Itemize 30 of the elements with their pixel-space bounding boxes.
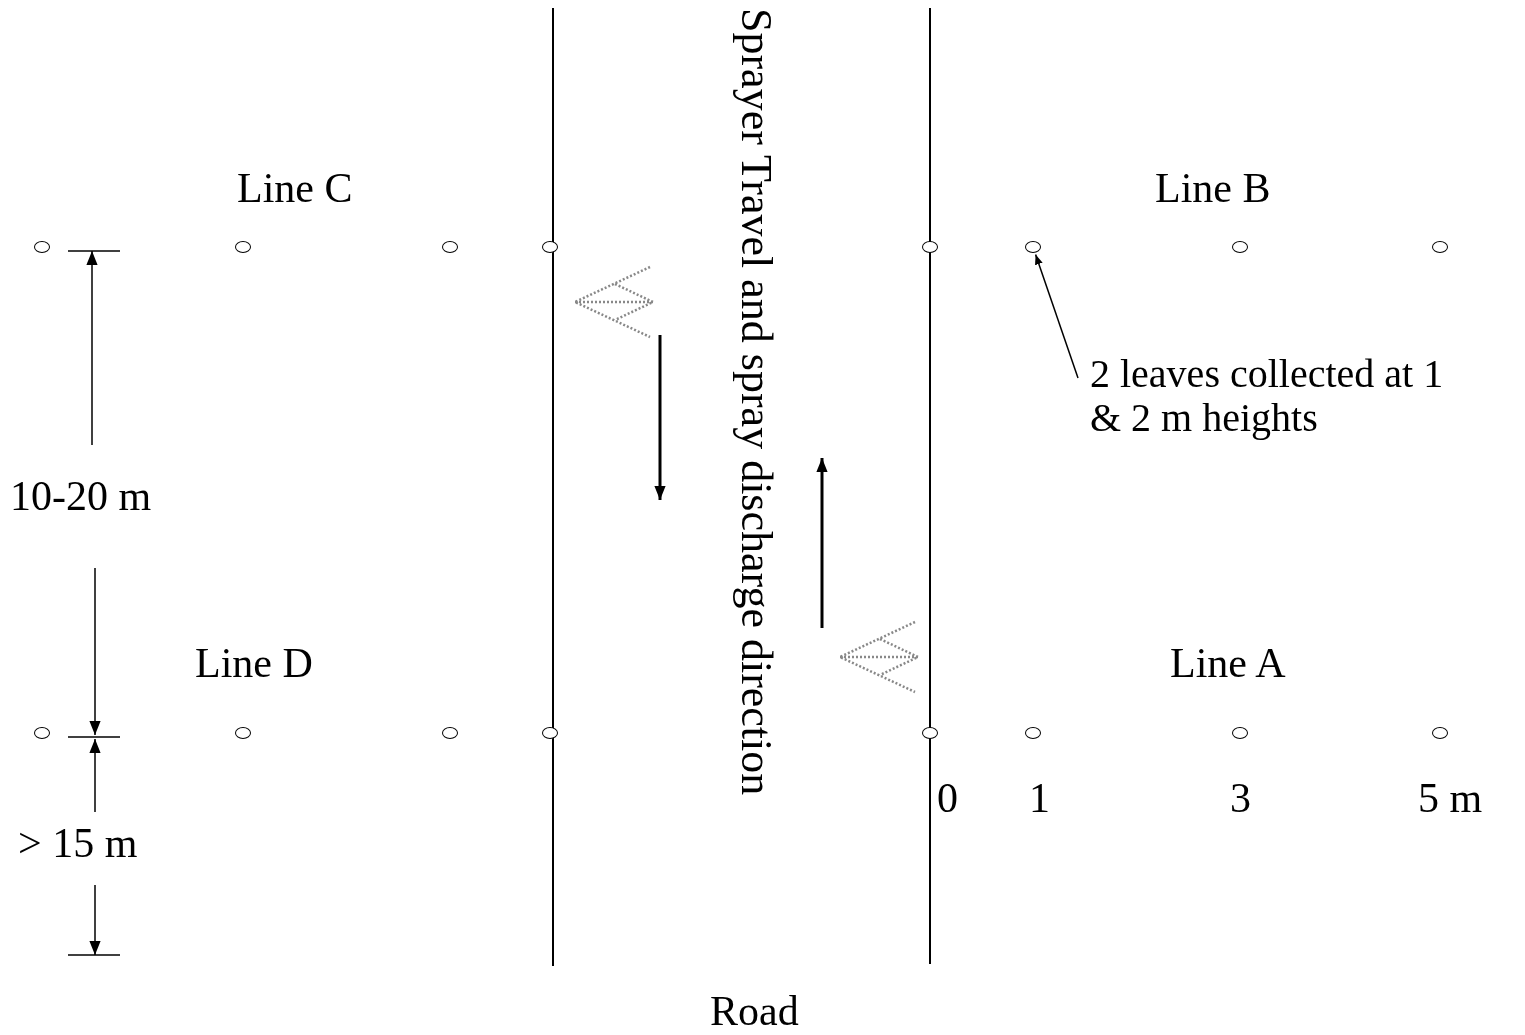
sample-point	[235, 241, 251, 253]
sample-point	[235, 727, 251, 739]
distance-label: 5 m	[1418, 775, 1483, 822]
sample-point	[34, 241, 50, 253]
distance-label: 0	[937, 775, 958, 822]
sample-point	[442, 241, 458, 253]
sample-point	[1432, 727, 1448, 739]
sample-point	[1232, 241, 1248, 253]
leader-line	[1034, 253, 1079, 379]
sample-point	[1025, 241, 1041, 253]
row-label: Line A	[1170, 640, 1286, 687]
distance-label: 1	[1029, 775, 1050, 822]
sample-point	[542, 727, 558, 739]
sample-point	[922, 727, 938, 739]
sample-point	[442, 727, 458, 739]
sample-point	[1432, 241, 1448, 253]
row-label: Line B	[1155, 165, 1271, 212]
dimension-label: 10-20 m	[10, 473, 152, 520]
direction-label: Sprayer Travel and spray discharge direction	[732, 8, 781, 796]
road-label: Road	[710, 988, 799, 1035]
sample-point	[1232, 727, 1248, 739]
sample-point	[542, 241, 558, 253]
sample-point	[922, 241, 938, 253]
note-text: 2 leaves collected at 1 & 2 m heights	[1090, 352, 1460, 440]
row-label: Line D	[195, 640, 313, 687]
dimension-label: > 15 m	[18, 820, 138, 867]
distance-label: 3	[1230, 775, 1251, 822]
sample-point	[1025, 727, 1041, 739]
row-label: Line C	[237, 165, 353, 212]
sample-point	[34, 727, 50, 739]
